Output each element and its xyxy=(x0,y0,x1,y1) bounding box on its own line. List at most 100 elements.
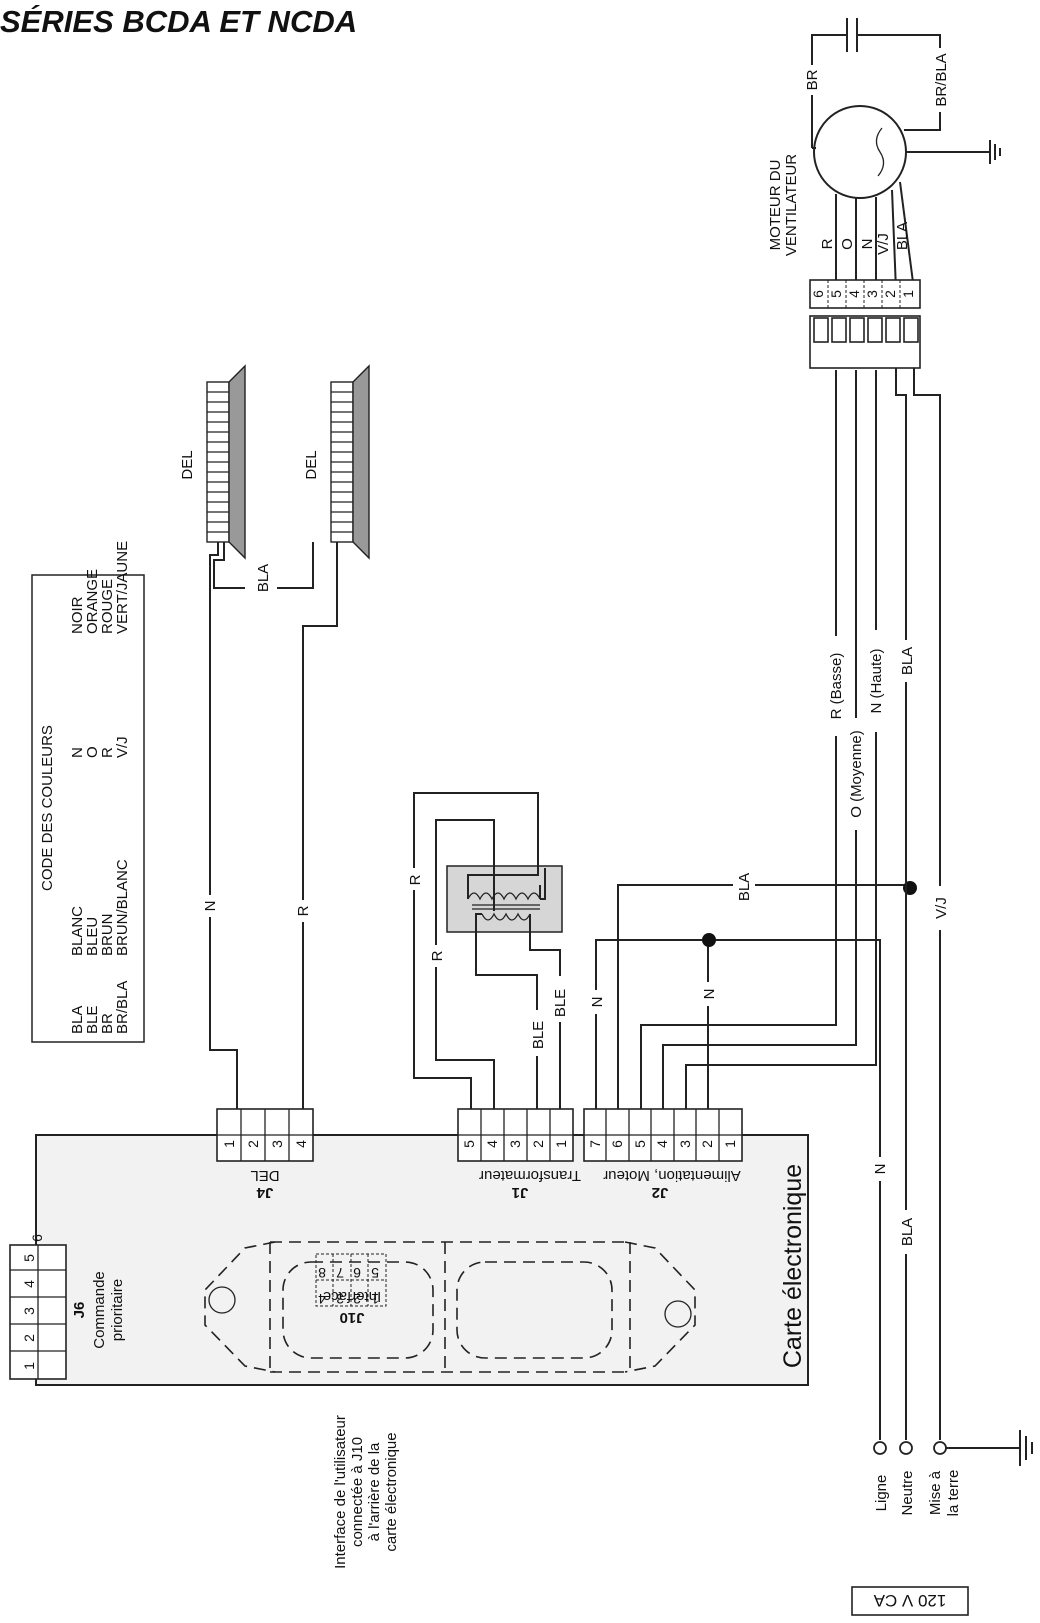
plug-pin: 3 xyxy=(864,290,880,298)
legend-name: ORANGE xyxy=(84,569,101,634)
motor-lead-label: BLA xyxy=(894,222,911,250)
control-board: Carte électronique 8 7 6 xyxy=(9,1108,809,1386)
fan-motor xyxy=(809,18,1001,369)
legend-code: BLA xyxy=(69,1006,86,1034)
j6-name: J6 xyxy=(71,1302,88,1319)
wire-label: BR xyxy=(804,69,821,90)
j4-pin: 3 xyxy=(269,1140,285,1148)
legend-name: BLEU xyxy=(84,917,101,956)
j1-pin: 1 xyxy=(553,1140,569,1148)
legend-code: O xyxy=(84,746,101,758)
legend-code: BLE xyxy=(84,1006,101,1034)
j2-pin: 7 xyxy=(587,1140,603,1148)
wire-label: BLA xyxy=(255,564,272,592)
j2-name: J2 xyxy=(652,1184,669,1201)
terminal-label: Neutre xyxy=(899,1470,916,1515)
led-bar-b xyxy=(330,364,370,560)
legend-code: BR xyxy=(99,1013,116,1034)
board-label: Carte électronique xyxy=(779,1164,807,1368)
j10-interface-outline xyxy=(204,1241,696,1373)
terminal-label: Ligne xyxy=(873,1475,890,1512)
wire-label: R xyxy=(429,950,446,961)
color-code-legend: CODE DES COULEURS BLA BLE BR BR/BLA BLAN… xyxy=(31,541,145,1043)
terminal-label: Mise à xyxy=(927,1470,944,1515)
j1-desc: Transformateur xyxy=(479,1167,581,1184)
j1-pin: 2 xyxy=(530,1140,546,1148)
j10-pin: 8 xyxy=(318,1265,326,1281)
plug-pin: 2 xyxy=(882,290,898,298)
legend-name: BRUN xyxy=(99,913,116,956)
wire-label: BLA xyxy=(899,1218,916,1246)
j6-pin: 4 xyxy=(21,1280,37,1288)
j4-name: J4 xyxy=(256,1184,273,1201)
plug-pin: 5 xyxy=(828,290,844,298)
note-line: carte électronique xyxy=(383,1432,400,1551)
j2-pin: 5 xyxy=(632,1140,648,1148)
j4-pin: 1 xyxy=(221,1140,237,1148)
power-terminals xyxy=(873,1430,1033,1466)
note-line: à l'arrière de la xyxy=(366,1442,383,1541)
legend-name: NOIR xyxy=(69,596,86,634)
j1-pin: 5 xyxy=(461,1140,477,1148)
j10-name: J10 xyxy=(339,1309,364,1326)
junction-dot xyxy=(702,933,716,947)
wire-label: R xyxy=(295,905,312,916)
interface-note: Interface de l'utilisateur connectée à J… xyxy=(332,1415,400,1569)
j2-connector xyxy=(583,1108,743,1162)
motor-label: MOTEUR DU xyxy=(767,160,784,251)
j1-pin: 3 xyxy=(507,1140,523,1148)
j6-desc: Commande xyxy=(91,1271,108,1349)
wire-label: N xyxy=(701,989,718,1000)
j1-name: J1 xyxy=(512,1184,529,1201)
j2-pin: 6 xyxy=(609,1140,625,1148)
legend-code: R xyxy=(99,747,116,758)
motor-lead-label: O xyxy=(839,238,856,250)
j6-pin: 6 xyxy=(29,1234,45,1242)
j10-pin: 2 xyxy=(353,1291,361,1307)
voltage-box: 120 V CA xyxy=(851,1586,969,1616)
legend-name: VERT/JAUNE xyxy=(114,541,131,634)
wire-label: BLA xyxy=(899,647,916,675)
voltage-label: 120 V CA xyxy=(873,1591,946,1610)
legend-code: V/J xyxy=(114,736,131,758)
j4-desc: DEL xyxy=(250,1167,279,1184)
wire-label: N xyxy=(589,997,606,1008)
legend-code: BR/BLA xyxy=(114,981,131,1034)
led-label: DEL xyxy=(303,450,320,479)
wire-label: N (Haute) xyxy=(868,648,885,713)
legend-name: BRUN/BLANC xyxy=(114,859,131,956)
plug-pin: 6 xyxy=(810,290,826,298)
wire-label: R xyxy=(407,874,424,885)
wire-label: BLE xyxy=(552,989,569,1017)
j4-connector xyxy=(216,1108,314,1162)
plug-pin: 4 xyxy=(846,290,862,298)
plug-pin: 1 xyxy=(900,290,916,298)
wire-label: N xyxy=(872,1164,889,1175)
note-line: Interface de l'utilisateur xyxy=(332,1415,349,1569)
motor-label: VENTILATEUR xyxy=(783,154,800,256)
led-wiring xyxy=(209,542,338,1109)
j6-desc: prioritaire xyxy=(109,1279,126,1342)
wire-label: BLE xyxy=(530,1021,547,1049)
wire-label: V/J xyxy=(933,897,950,919)
j6-connector xyxy=(9,1244,67,1380)
diagram-title: SÉRIES BCDA ET NCDA xyxy=(0,4,357,39)
j4-pin: 2 xyxy=(245,1140,261,1148)
j1-connector xyxy=(457,1108,574,1162)
motor-lead-label: R xyxy=(819,238,836,249)
motor-lead-label: N xyxy=(859,239,876,250)
j10-pin: 4 xyxy=(318,1291,326,1307)
j10-pin: 6 xyxy=(353,1265,361,1281)
legend-name: ROUGE xyxy=(99,579,116,634)
motor-lead-label: V/J xyxy=(875,233,892,255)
j6-pin: 5 xyxy=(21,1254,37,1262)
wire-label: O (Moyenne) xyxy=(848,730,865,818)
j1-pin: 4 xyxy=(484,1140,500,1148)
transformer xyxy=(413,792,563,1109)
j10-pin: 1 xyxy=(371,1291,379,1307)
wire-label: N xyxy=(202,901,219,912)
wire-label: BLA xyxy=(736,873,753,901)
note-line: connectée à J10 xyxy=(349,1437,366,1547)
j10-pin: 3 xyxy=(336,1291,344,1307)
